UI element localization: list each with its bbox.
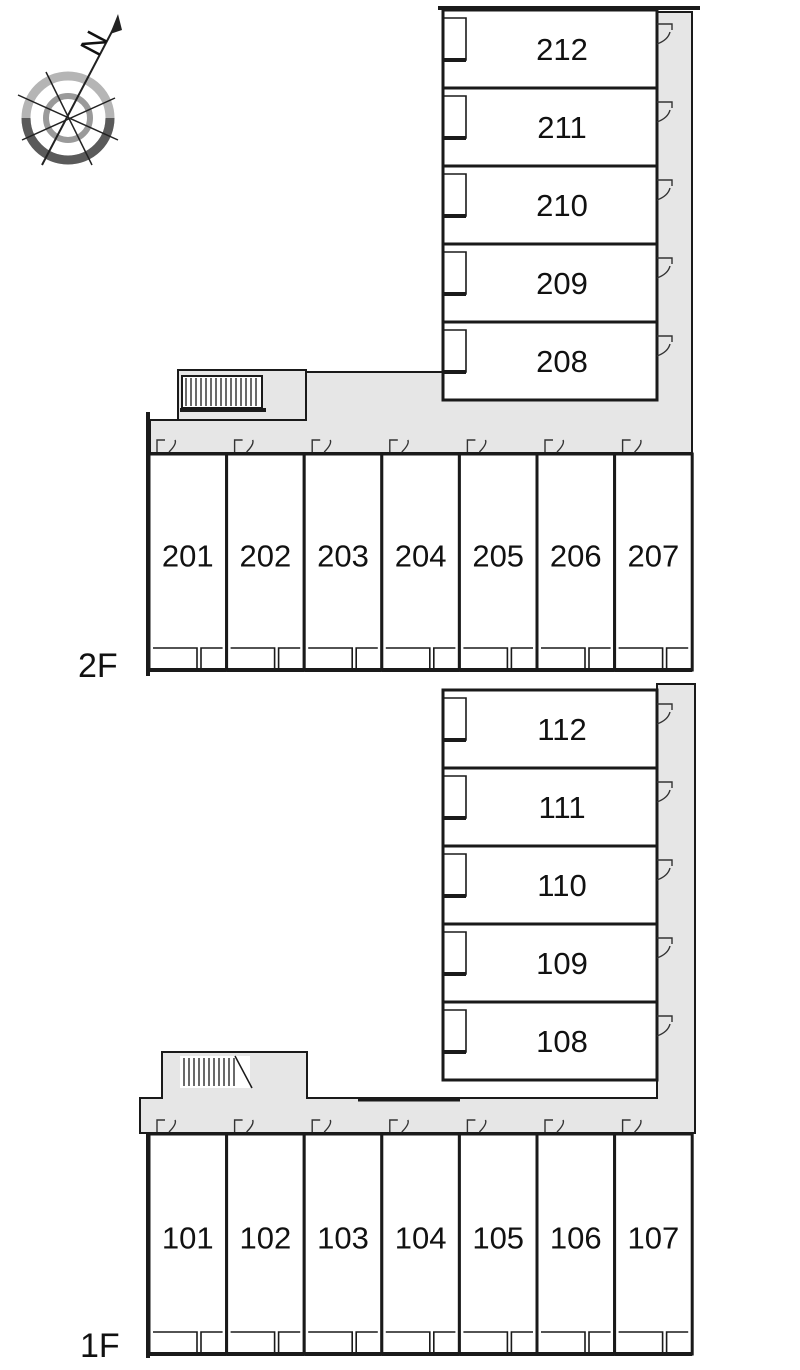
- unit-109[interactable]: 109: [441, 922, 673, 1004]
- door-icon: [233, 1119, 254, 1133]
- unit-107[interactable]: 107: [613, 1119, 694, 1356]
- door-icon: [656, 781, 673, 803]
- unit-label: 106: [550, 1220, 602, 1255]
- door-icon: [656, 335, 673, 357]
- floor-2f: 212 211 210 209 208 201 202 203 204 205 206 207 2F: [78, 6, 700, 685]
- floor-label-1f: 1F: [80, 1327, 120, 1365]
- unit-label: 207: [628, 539, 680, 574]
- unit-101[interactable]: 101: [147, 1119, 229, 1356]
- unit-105[interactable]: 105: [457, 1119, 539, 1356]
- unit-label: 110: [537, 868, 586, 903]
- staircase-icon: [180, 1055, 253, 1089]
- unit-label: 108: [536, 1024, 588, 1059]
- staircase-icon: [180, 375, 266, 412]
- door-icon: [466, 439, 487, 453]
- unit-label: 202: [240, 539, 292, 574]
- unit-label: 102: [240, 1220, 292, 1255]
- floor-1f: 112 111 110 109 108 101 102 103 104 105 106 107 1F: [80, 683, 696, 1365]
- unit-103[interactable]: 103: [302, 1119, 384, 1356]
- unit-212[interactable]: 212: [441, 8, 673, 90]
- unit-label: 209: [536, 266, 588, 301]
- unit-209[interactable]: 209: [441, 242, 673, 324]
- door-icon: [311, 439, 332, 453]
- unit-102[interactable]: 102: [225, 1119, 306, 1356]
- door-icon: [656, 23, 673, 45]
- door-icon: [621, 439, 642, 453]
- door-icon: [156, 439, 177, 453]
- unit-203[interactable]: 203: [302, 439, 384, 672]
- door-icon: [233, 439, 254, 453]
- north-arrow-compass-icon: N: [17, 14, 122, 166]
- unit-208[interactable]: 208: [441, 320, 673, 402]
- door-icon: [621, 1119, 642, 1133]
- unit-207[interactable]: 207: [613, 439, 694, 672]
- unit-label: 111: [538, 790, 585, 825]
- door-icon: [656, 1015, 673, 1037]
- door-icon: [656, 703, 673, 725]
- unit-108[interactable]: 108: [441, 1000, 673, 1082]
- unit-label: 210: [536, 188, 588, 223]
- door-icon: [156, 1119, 177, 1133]
- unit-111[interactable]: 111: [441, 766, 673, 848]
- unit-205[interactable]: 205: [457, 439, 539, 672]
- door-icon: [656, 101, 673, 123]
- unit-label: 204: [395, 539, 447, 574]
- unit-210[interactable]: 210: [441, 164, 673, 246]
- door-icon: [656, 859, 673, 881]
- unit-label: 104: [395, 1220, 447, 1255]
- door-icon: [389, 439, 409, 453]
- unit-label: 212: [536, 32, 588, 67]
- door-icon: [544, 1119, 565, 1133]
- unit-label: 101: [162, 1220, 214, 1255]
- floor-label-2f: 2F: [78, 647, 118, 685]
- unit-label: 105: [472, 1220, 524, 1255]
- unit-202[interactable]: 202: [225, 439, 306, 672]
- unit-110[interactable]: 110: [441, 844, 673, 926]
- door-icon: [656, 937, 673, 959]
- unit-label: 109: [536, 946, 588, 981]
- unit-label: 201: [162, 539, 214, 574]
- door-icon: [389, 1119, 409, 1133]
- unit-label: 208: [536, 344, 588, 379]
- unit-211[interactable]: 211: [441, 86, 673, 168]
- unit-206[interactable]: 206: [535, 439, 617, 672]
- unit-label: 205: [472, 539, 524, 574]
- door-icon: [656, 179, 673, 201]
- unit-104[interactable]: 104: [380, 1119, 461, 1356]
- north-label: N: [73, 25, 114, 61]
- door-icon: [656, 257, 673, 279]
- unit-label: 203: [317, 539, 369, 574]
- door-icon: [311, 1119, 332, 1133]
- unit-106[interactable]: 106: [535, 1119, 617, 1356]
- unit-label: 107: [628, 1220, 680, 1255]
- door-icon: [466, 1119, 487, 1133]
- unit-label: 211: [537, 110, 586, 145]
- unit-201[interactable]: 201: [147, 439, 229, 672]
- unit-label: 103: [317, 1220, 369, 1255]
- door-icon: [544, 439, 565, 453]
- unit-112[interactable]: 112: [441, 688, 673, 770]
- unit-label: 206: [550, 539, 602, 574]
- unit-204[interactable]: 204: [380, 439, 461, 672]
- corridor-1f: [139, 683, 696, 1134]
- unit-label: 112: [537, 712, 586, 747]
